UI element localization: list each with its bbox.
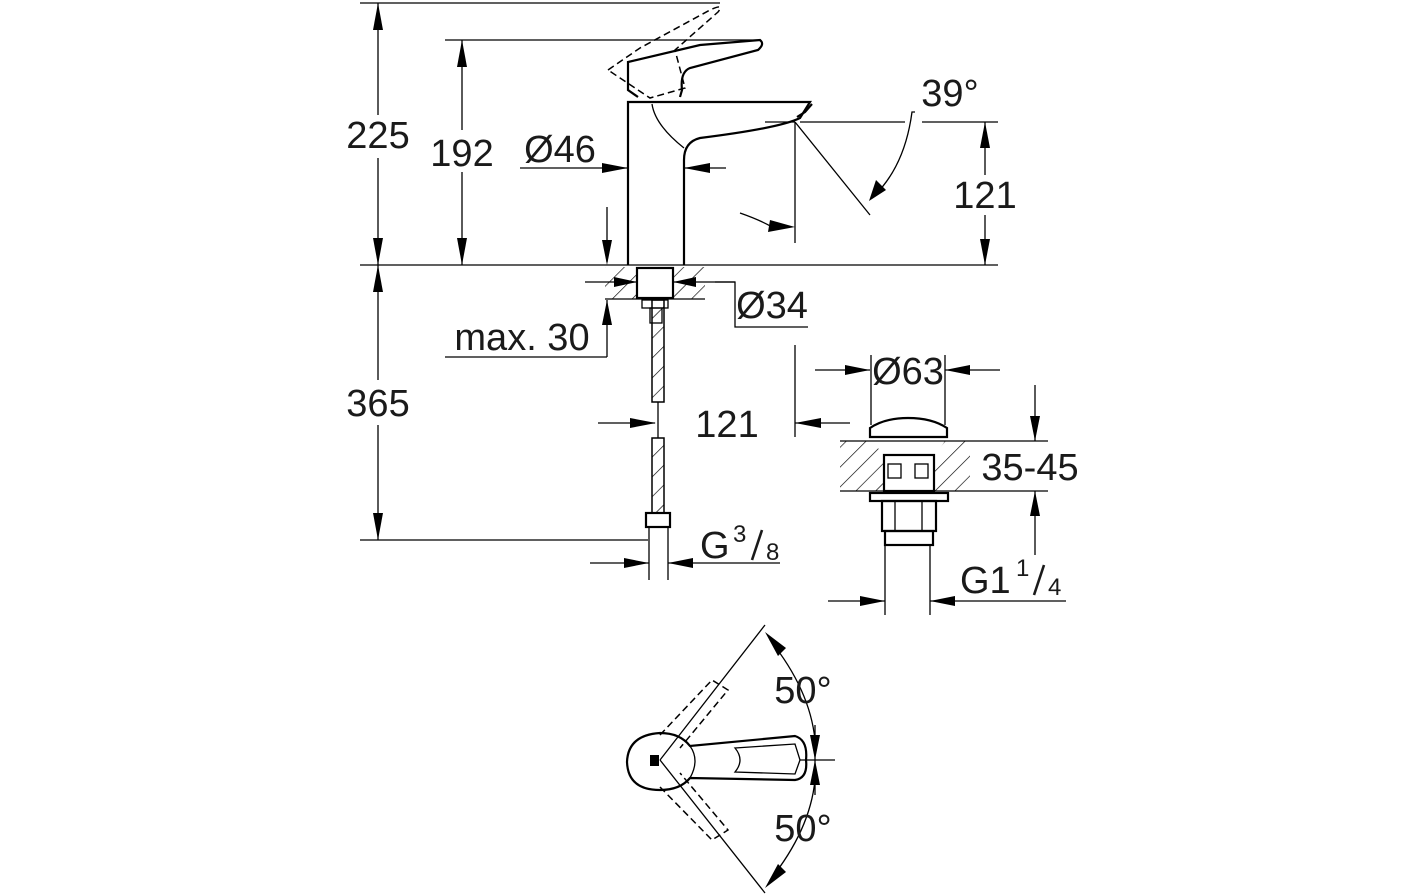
- top-view: 50° 50°: [625, 624, 835, 894]
- dim-192-label: 192: [430, 133, 493, 175]
- thread-g38-denominator: 8: [766, 539, 779, 566]
- dim-35-45-label: 35-45: [981, 447, 1078, 489]
- thread-g114-numerator: 1: [1016, 555, 1029, 582]
- dim-225-label: 225: [346, 115, 409, 157]
- thread-g38-numerator: 3: [733, 521, 746, 548]
- dimension-spout-height: 192: [430, 40, 494, 265]
- dim-34-label: Ø34: [736, 285, 808, 327]
- faucet-body: [606, 6, 813, 265]
- dimension-hose-length: 365: [346, 265, 648, 541]
- dim-121-height-label: 121: [953, 175, 1016, 217]
- dimension-hose-thread: G 3 8: [590, 521, 780, 568]
- hose: [644, 299, 672, 580]
- thread-g114-main: G1: [960, 560, 1011, 602]
- rotation-down-label: 50°: [774, 808, 831, 850]
- dim-121-reach-label: 121: [695, 404, 758, 446]
- dimension-outlet-height: 121: [953, 122, 1017, 265]
- dimension-spout-angle: 39°: [739, 73, 998, 243]
- side-view: 225 192 Ø46: [346, 2, 1017, 580]
- dim-63-label: Ø63: [872, 351, 944, 393]
- fraction-slash: [750, 529, 764, 561]
- dimension-body-diameter: Ø46: [520, 129, 726, 173]
- dim-39-label: 39°: [921, 73, 978, 115]
- rotation-up-label: 50°: [774, 670, 831, 712]
- thread-g38-main: G: [700, 525, 730, 567]
- dim-max30-label: max. 30: [454, 317, 589, 359]
- dimension-overall-height: 225: [346, 3, 410, 265]
- fraction-slash: [1032, 564, 1046, 596]
- waste-view: Ø63 35-45 G1 1 4: [815, 351, 1079, 615]
- deck-section: max. 30 Ø34: [445, 207, 808, 359]
- thread-g114-denominator: 4: [1048, 574, 1061, 601]
- dimension-spout-reach: 121: [598, 345, 850, 446]
- dim-365-label: 365: [346, 383, 409, 425]
- dim-46-label: Ø46: [524, 129, 596, 171]
